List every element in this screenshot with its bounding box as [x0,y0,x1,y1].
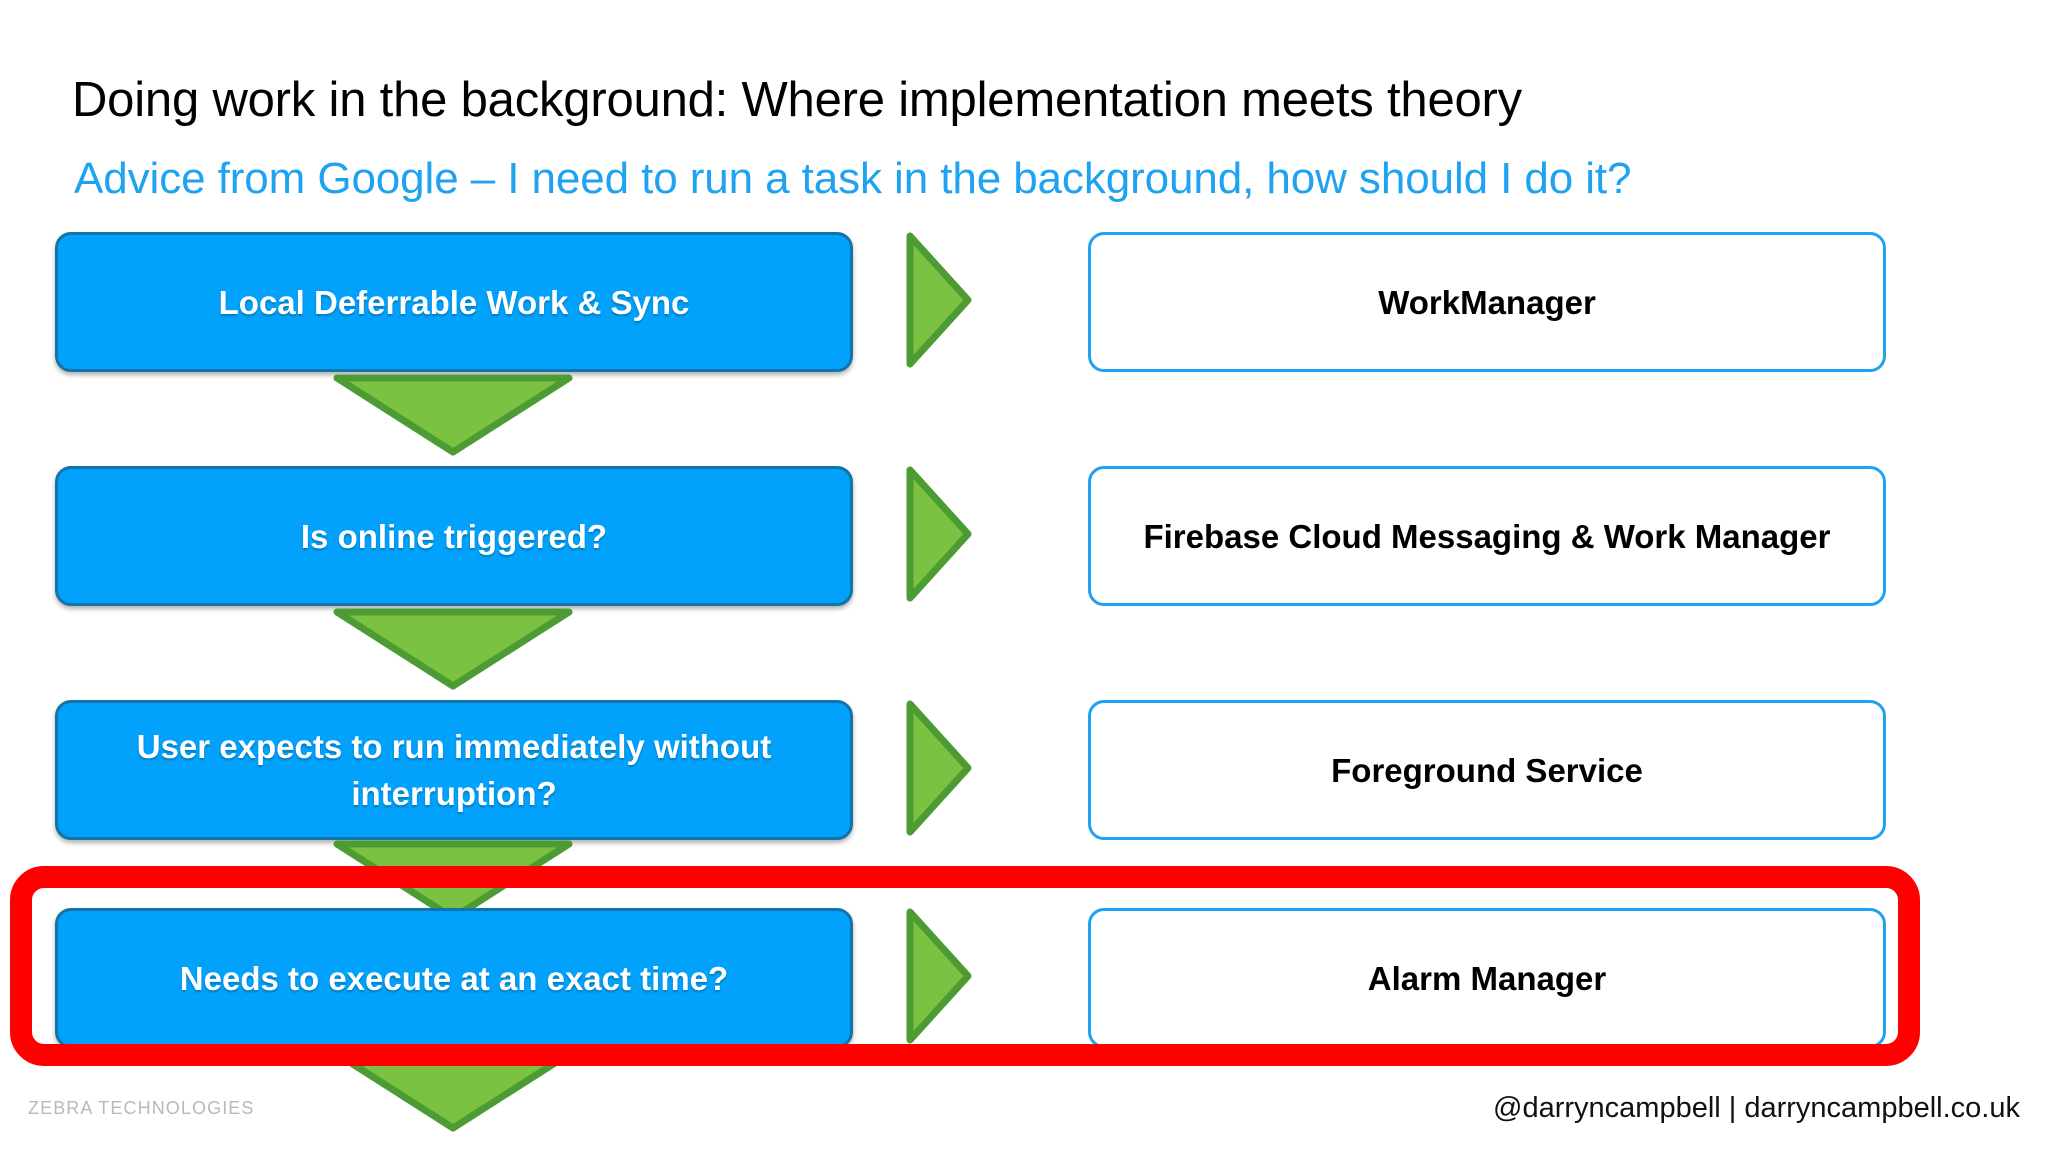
footer-brand: ZEBRA TECHNOLOGIES [28,1098,255,1118]
arrow-right-icon [906,908,972,1044]
answer-box-2[interactable]: Firebase Cloud Messaging & Work Manager [1088,466,1886,606]
arrow-down-icon-2 [333,608,573,690]
answer-box-1-label: WorkManager [1378,283,1596,321]
question-box-3-label: User expects to run immediately without … [136,728,772,812]
arrow-right-icon [906,700,972,836]
answer-box-4-label: Alarm Manager [1367,959,1607,997]
answer-box-1[interactable]: WorkManager [1088,232,1886,372]
answer-box-3-label: Foreground Service [1331,751,1643,789]
page-title: Doing work in the background: Where impl… [72,73,1522,127]
flow-row-3: User expects to run immediately without … [0,700,2048,840]
answer-box-2-label: Firebase Cloud Messaging & Work Manager [1143,517,1831,555]
question-box-3[interactable]: User expects to run immediately without … [55,700,853,840]
answer-box-3[interactable]: Foreground Service [1088,700,1886,840]
question-box-4[interactable]: Needs to execute at an exact time? [55,908,853,1048]
footer-attribution: @darryncampbell | darryncampbell.co.uk [1493,1092,2020,1124]
arrow-right-icon [906,232,972,368]
page-subtitle: Advice from Google – I need to run a tas… [74,154,1632,203]
arrow-right-icon [906,466,972,602]
arrow-down-icon-1 [333,374,573,456]
question-box-1-label: Local Deferrable Work & Sync [218,283,690,321]
flow-row-2: Is online triggered? Firebase Cloud Mess… [0,466,2048,606]
flow-row-1: Local Deferrable Work & Sync WorkManager [0,232,2048,372]
answer-box-4[interactable]: Alarm Manager [1088,908,1886,1048]
red-highlight-annotation [10,866,1920,1066]
question-box-1[interactable]: Local Deferrable Work & Sync [55,232,853,372]
question-box-2-label: Is online triggered? [300,517,608,555]
flow-row-4: Needs to execute at an exact time? Alarm… [0,908,2048,1048]
question-box-4-label: Needs to execute at an exact time? [179,959,729,997]
question-box-2[interactable]: Is online triggered? [55,466,853,606]
